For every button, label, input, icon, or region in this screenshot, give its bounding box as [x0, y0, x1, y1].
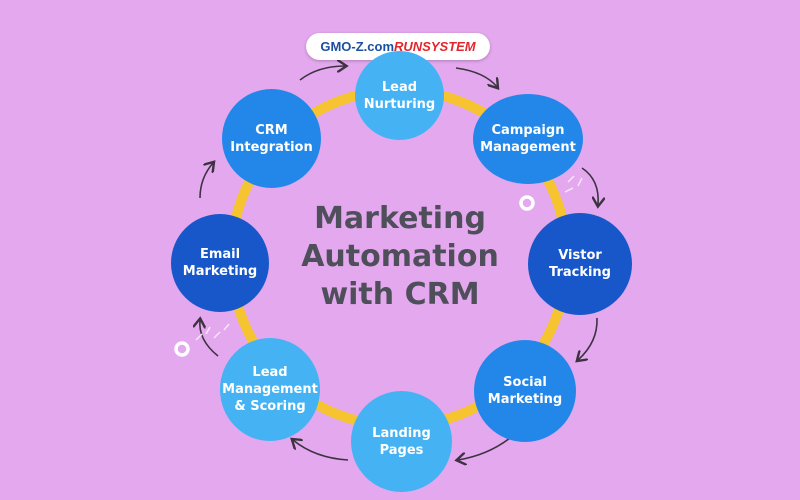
node-label: Social Marketing: [487, 375, 563, 407]
logo-text-primary: GMO-Z.com: [320, 39, 395, 54]
node-visitor-tracking: Vistor Tracking: [528, 213, 632, 315]
cycle-arrow: [458, 437, 511, 460]
cycle-arrow: [578, 317, 598, 360]
node-label: Lead Management & Scoring: [222, 365, 318, 414]
decor-ring-icon: [519, 195, 535, 211]
cycle-arrow: [199, 163, 213, 199]
cycle-arrow: [293, 440, 349, 461]
node-email-marketing: Email Marketing: [171, 214, 269, 312]
logo-text-secondary: RUNSYSTEM: [394, 39, 476, 54]
node-label: Lead Nurturing: [363, 79, 436, 112]
node-label: CRM Integration: [230, 122, 313, 155]
node-lead-management-scoring: Lead Management & Scoring: [220, 338, 320, 441]
node-lead-nurturing: Lead Nurturing: [355, 51, 444, 140]
cycle-arrow: [455, 67, 497, 87]
cycle-arrow: [581, 167, 598, 205]
center-title: Marketing Automation with CRM: [301, 201, 499, 312]
cycle-arrow: [200, 320, 219, 357]
node-landing-pages: Landing Pages: [351, 391, 452, 492]
node-crm-integration: CRM Integration: [222, 89, 321, 188]
node-social-marketing: Social Marketing: [474, 340, 576, 442]
node-campaign-management: Campaign Management: [473, 94, 583, 184]
decor-ring-icon: [174, 341, 190, 357]
node-label: Campaign Management: [480, 123, 576, 155]
decor-scribble-icon: [195, 323, 230, 341]
node-label: Vistor Tracking: [549, 248, 611, 280]
decor-scribble-icon: [564, 175, 583, 193]
cycle-arrow: [299, 66, 345, 81]
node-label: Email Marketing: [182, 247, 258, 279]
node-label: Landing Pages: [372, 425, 431, 458]
